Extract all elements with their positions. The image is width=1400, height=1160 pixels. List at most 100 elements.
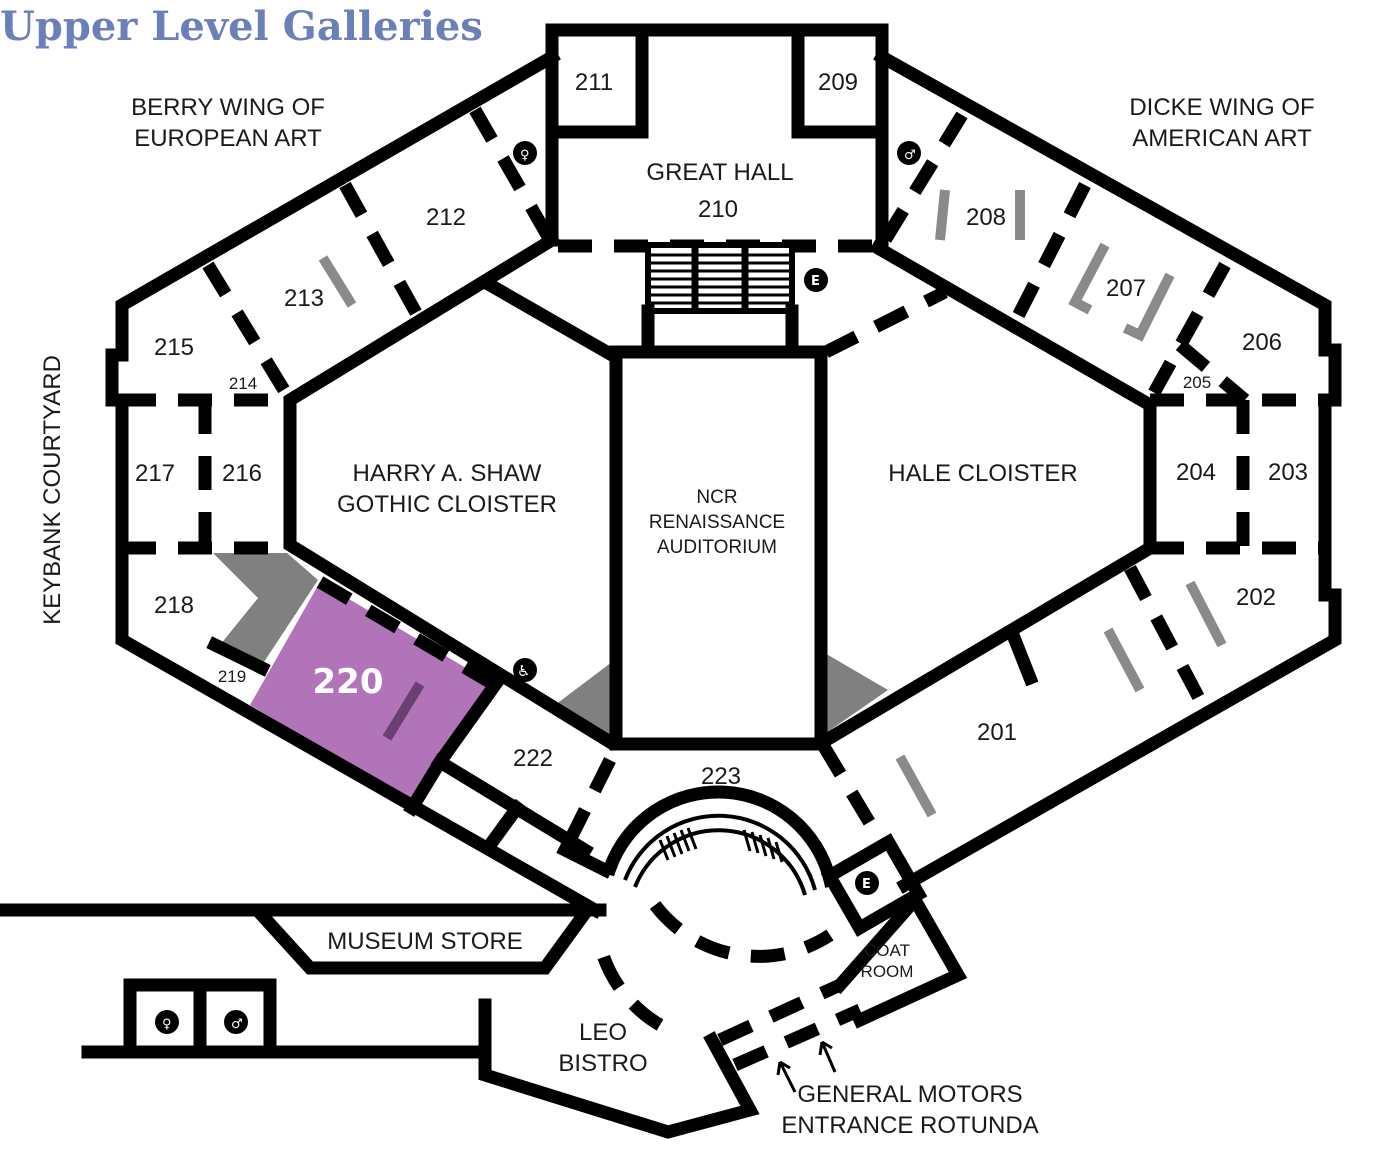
hale-cloister-label: HALE CLOISTER	[888, 460, 1077, 487]
room-203-label[interactable]: 203	[1268, 459, 1308, 486]
room-204-label[interactable]: 204	[1176, 459, 1216, 486]
great-hall-label: GREAT HALL	[646, 159, 793, 186]
room-213-label[interactable]: 213	[284, 285, 324, 312]
room-201-label[interactable]: 201	[977, 719, 1017, 746]
room-223-label[interactable]: 223	[701, 763, 741, 790]
dicke-wing-line2: AMERICAN ART	[1132, 125, 1312, 152]
wall-closet	[480, 798, 527, 855]
bench-220	[382, 681, 425, 741]
restroom-icon: ♀	[513, 141, 537, 165]
hale-north-dash	[823, 286, 948, 358]
wall-219	[206, 636, 271, 677]
room-208-label[interactable]: 208	[966, 204, 1006, 231]
room-210-label: 210	[698, 196, 738, 223]
svg-text:♀: ♀	[162, 1017, 172, 1032]
entrance-line1: GENERAL MOTORS	[797, 1081, 1022, 1108]
bistro-line2[interactable]: BISTRO	[558, 1050, 647, 1077]
outer-wall-west	[105, 48, 604, 919]
shaw-cloister-line1: HARRY A. SHAW	[353, 460, 542, 487]
rotunda-arc-inner2	[633, 828, 807, 896]
room-211-wall	[551, 23, 649, 139]
wall-208-207	[1009, 182, 1091, 325]
benches	[318, 189, 1227, 818]
elevator-icon: E	[804, 268, 828, 292]
wall-213-215	[202, 261, 296, 404]
room-215-label[interactable]: 215	[154, 334, 194, 361]
room-222-label[interactable]: 222	[513, 745, 553, 772]
svg-text:♂: ♂	[231, 1017, 243, 1032]
room-217-label[interactable]: 217	[135, 460, 175, 487]
rotunda-stairs	[658, 827, 784, 863]
svg-text:E: E	[862, 877, 871, 892]
coat-room-line2: ROOM	[861, 962, 914, 981]
room-202-label[interactable]: 202	[1236, 584, 1276, 611]
stair-walls	[641, 304, 799, 359]
coat-room-line1: COAT	[864, 941, 910, 960]
museum-store-label[interactable]: MUSEUM STORE	[327, 928, 523, 955]
berry-wing-line1: BERRY WING OF	[131, 94, 325, 121]
shaw-cloister-line2: GOTHIC CLOISTER	[337, 491, 557, 518]
entrance-doors	[717, 979, 863, 1071]
room-209-wall	[791, 23, 885, 139]
restroom-icon: ♂	[224, 1010, 248, 1034]
stair-shade-west	[213, 553, 318, 665]
rotunda-arc-inner	[623, 813, 817, 891]
wall-223-sw	[556, 841, 614, 879]
berry-wing-line2: EUROPEAN ART	[134, 125, 322, 152]
gallery-220-highlight[interactable]	[250, 582, 495, 802]
bistro-line1[interactable]: LEO	[579, 1019, 627, 1046]
gallery-220-label[interactable]: 220	[313, 662, 384, 702]
accessible-icon: ♿	[513, 658, 537, 682]
coat-room-walls	[830, 888, 968, 1029]
room-209-label[interactable]: 209	[818, 69, 858, 96]
room-219-label[interactable]: 219	[218, 667, 246, 686]
room-214-label[interactable]: 214	[229, 374, 257, 393]
stair-shade-center-right	[823, 652, 888, 735]
elevator-icon: E	[855, 871, 879, 895]
wall-212-213	[339, 181, 426, 324]
door-222-223	[559, 757, 616, 853]
inner-wall-west	[283, 231, 619, 751]
door-208	[876, 111, 968, 249]
restroom-icon: ♂	[897, 141, 921, 165]
wall-220-north	[316, 576, 499, 691]
rotunda-circle	[593, 901, 834, 1031]
door-212	[469, 106, 556, 244]
restroom-icon: ♀	[155, 1010, 179, 1034]
svg-text:E: E	[811, 274, 820, 289]
wall-207-206	[1144, 261, 1231, 404]
auditorium-line3: AUDITORIUM	[657, 537, 777, 558]
auditorium-line2: RENAISSANCE	[649, 512, 785, 533]
auditorium-line1: NCR	[696, 487, 737, 508]
elevator-box	[820, 833, 928, 937]
room-212-label[interactable]: 212	[426, 204, 466, 231]
arrow-up-icon	[776, 1040, 837, 1093]
room-218-label[interactable]: 218	[154, 592, 194, 619]
room-216-label[interactable]: 216	[222, 460, 262, 487]
wall-220-222	[430, 675, 505, 772]
room-206-label[interactable]: 206	[1242, 329, 1282, 356]
room-211-label[interactable]: 211	[575, 69, 613, 96]
museum-store-walls	[250, 903, 595, 975]
wall-220-south	[403, 753, 449, 817]
grand-staircase	[645, 242, 795, 314]
shaw-north-wall	[481, 276, 621, 364]
svg-text:♀: ♀	[520, 148, 530, 163]
wall-205	[1175, 340, 1250, 405]
entrance-line2: ENTRANCE ROTUNDA	[781, 1112, 1038, 1139]
wall-201-stub	[1004, 626, 1039, 687]
rotunda-arc-outer	[601, 785, 838, 888]
room-207-label[interactable]: 207	[1106, 275, 1146, 302]
wall-202-201	[1124, 564, 1206, 704]
restroom-block	[123, 978, 277, 1052]
map-title: Upper Level Galleries	[0, 3, 483, 50]
dicke-wing-line1: DICKE WING OF	[1129, 94, 1314, 121]
svg-text:♂: ♂	[904, 148, 916, 163]
door-201-223	[817, 741, 886, 844]
room-205-label[interactable]: 205	[1183, 373, 1211, 392]
auditorium-walls	[609, 345, 828, 751]
inner-wall-east	[814, 239, 1157, 751]
svg-text:♿: ♿	[517, 662, 530, 680]
stair-shade-center-left	[555, 662, 612, 742]
